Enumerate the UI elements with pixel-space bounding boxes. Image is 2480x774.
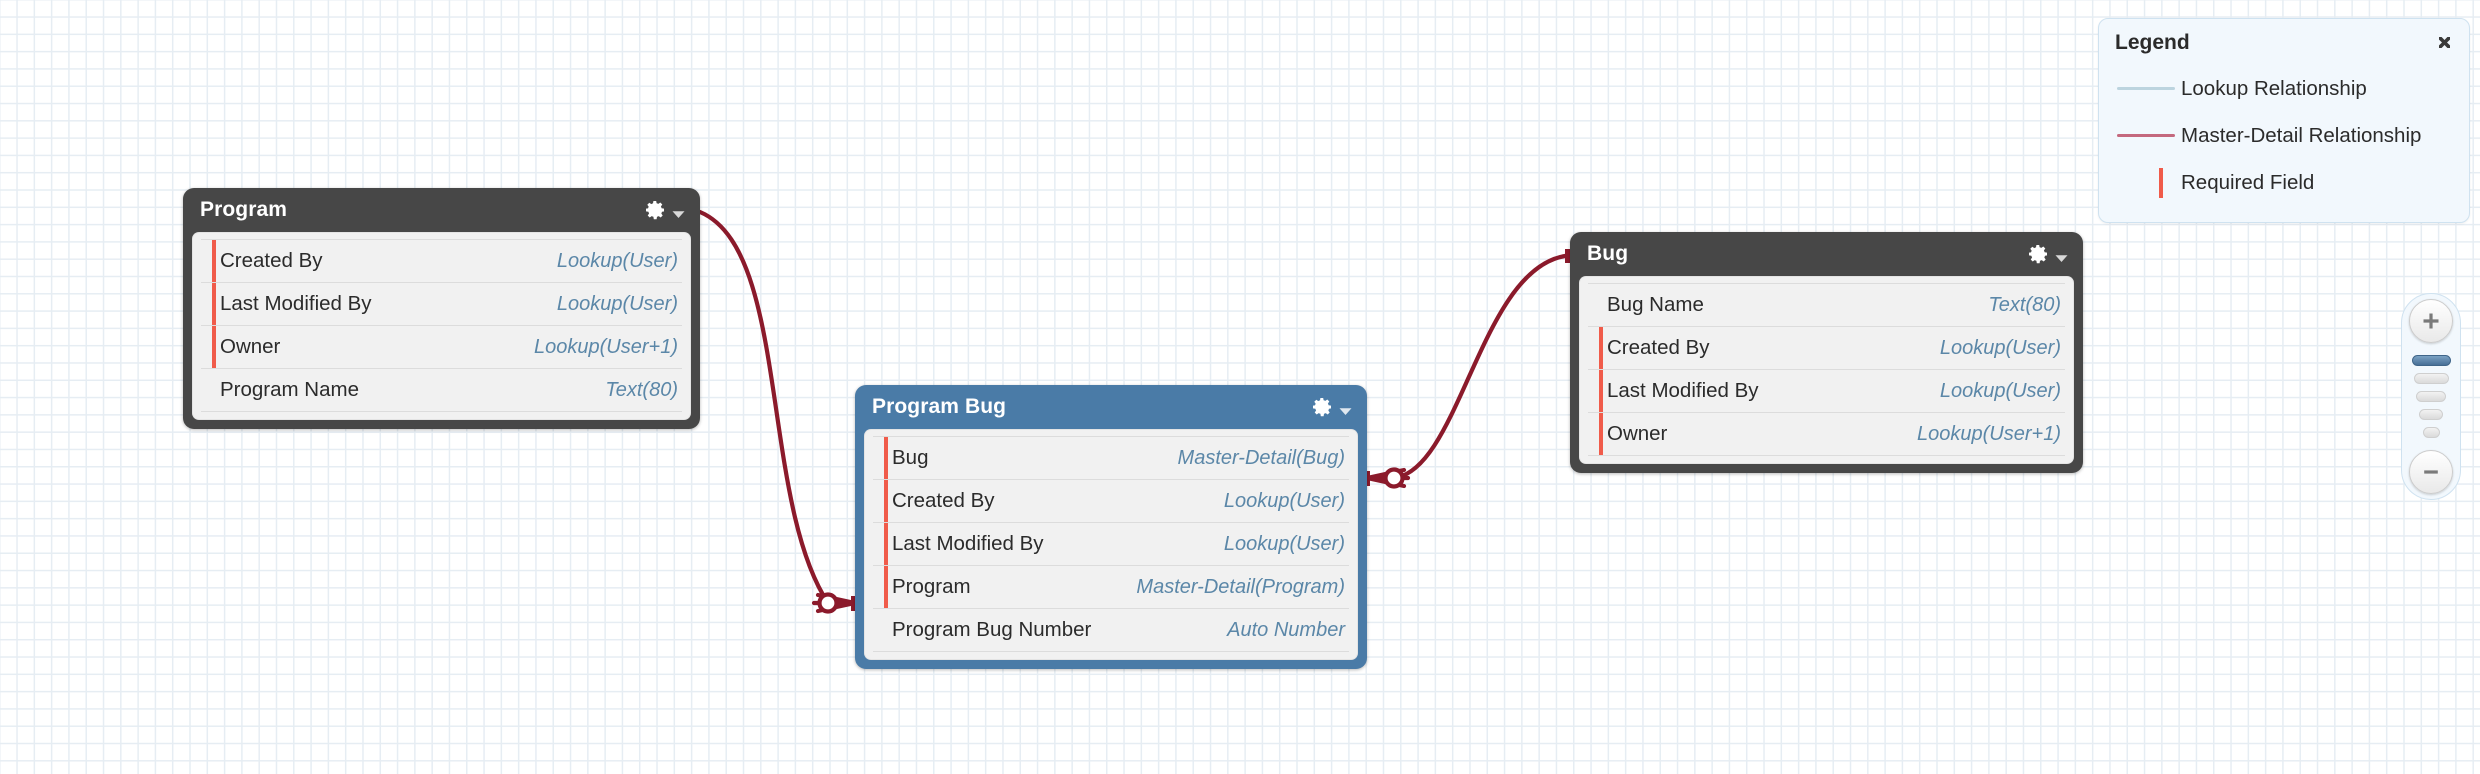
field-label: Last Modified By [1607, 379, 1759, 402]
gear-icon[interactable] [2026, 242, 2050, 266]
field-label: Program [892, 575, 971, 598]
chevron-down-icon[interactable] [2055, 250, 2068, 262]
zoom-level-step[interactable] [2422, 427, 2440, 438]
field-row[interactable]: Owner Lookup(User+1) [1588, 412, 2065, 456]
field-type: Lookup(User) [1223, 489, 1345, 512]
legend-title: Legend [2115, 31, 2190, 54]
field-label: Bug Name [1607, 293, 1704, 316]
field-row[interactable]: Created By Lookup(User) [873, 479, 1349, 522]
field-label: Bug [892, 446, 929, 469]
legend-item-label: Lookup Relationship [2181, 76, 2367, 100]
entity-header-bug: Bug [1579, 232, 2074, 276]
entity-title-program-bug: Program Bug [872, 395, 1007, 418]
entity-header-program: Program [192, 188, 691, 232]
zoom-in-button[interactable] [2409, 299, 2453, 343]
required-field-swatch-icon [2115, 167, 2177, 198]
lookup-line-swatch-icon [2115, 87, 2177, 90]
zoom-level-step[interactable] [2413, 373, 2449, 384]
field-row[interactable]: Program Name Text(80) [201, 368, 682, 412]
field-label: Last Modified By [892, 532, 1044, 555]
entity-fields-program-bug: Bug Master-Detail(Bug) Created By Lookup… [864, 429, 1358, 660]
gear-icon[interactable] [643, 198, 667, 222]
master-detail-line-swatch-icon [2115, 134, 2177, 137]
entity-actions-bug[interactable] [2026, 242, 2068, 266]
required-field-marker [1599, 327, 1603, 369]
close-icon[interactable] [2436, 35, 2453, 52]
field-label: Owner [220, 335, 281, 358]
field-type: Lookup(User+1) [1917, 422, 2061, 445]
required-field-marker [884, 437, 888, 479]
field-type: Text(80) [1988, 293, 2061, 316]
field-type: Lookup(User) [556, 249, 678, 272]
field-type: Lookup(User) [1223, 532, 1345, 555]
legend-header: Legend [2115, 31, 2453, 55]
legend-item-master-detail-relationship: Master-Detail Relationship [2115, 112, 2453, 159]
legend-item-label: Master-Detail Relationship [2181, 123, 2422, 147]
field-row[interactable]: Last Modified By Lookup(User) [873, 522, 1349, 565]
legend-item-required-field: Required Field [2115, 159, 2453, 206]
required-field-marker [1599, 413, 1603, 455]
entity-fields-bug: Bug Name Text(80) Created By Lookup(User… [1579, 276, 2074, 464]
entity-program-bug[interactable]: Program Bug Bug Master-Detail(Bug) Creat… [855, 385, 1367, 669]
field-type: Lookup(User) [1939, 379, 2061, 402]
field-row[interactable]: Owner Lookup(User+1) [201, 325, 682, 368]
field-label: Created By [1607, 336, 1710, 359]
field-row[interactable]: Created By Lookup(User) [1588, 326, 2065, 369]
field-label: Created By [892, 489, 995, 512]
legend-panel[interactable]: Legend Lookup Relationship Master-Detail… [2098, 18, 2470, 223]
field-type: Master-Detail(Program) [1136, 575, 1345, 598]
entity-title-program: Program [200, 198, 288, 221]
field-type: Lookup(User+1) [534, 335, 678, 358]
gear-icon[interactable] [1310, 395, 1334, 419]
required-field-marker [212, 240, 216, 282]
entity-actions-program[interactable] [643, 198, 685, 222]
required-field-marker [884, 566, 888, 608]
entity-actions-program-bug[interactable] [1310, 395, 1352, 419]
field-type: Lookup(User) [556, 292, 678, 315]
legend-item-lookup-relationship: Lookup Relationship [2115, 65, 2453, 112]
zoom-out-button[interactable] [2409, 450, 2453, 494]
field-label: Program Bug Number [892, 618, 1092, 641]
field-label: Program Name [220, 378, 359, 401]
field-row[interactable]: Last Modified By Lookup(User) [1588, 369, 2065, 412]
chevron-down-icon[interactable] [1339, 403, 1352, 415]
required-field-marker [884, 480, 888, 522]
zoom-level-slider[interactable] [2411, 343, 2451, 450]
field-label: Last Modified By [220, 292, 372, 315]
field-label: Created By [220, 249, 323, 272]
entity-bug[interactable]: Bug Bug Name Text(80) Created By Lookup(… [1570, 232, 2083, 473]
field-row[interactable]: Last Modified By Lookup(User) [201, 282, 682, 325]
entity-fields-program: Created By Lookup(User) Last Modified By… [192, 232, 691, 420]
entity-header-program-bug: Program Bug [864, 385, 1358, 429]
entity-title-bug: Bug [1587, 242, 1629, 265]
legend-item-label: Required Field [2181, 170, 2315, 194]
field-type: Master-Detail(Bug) [1177, 446, 1345, 469]
zoom-level-step[interactable] [2416, 391, 2446, 402]
field-type: Lookup(User) [1939, 336, 2061, 359]
zoom-level-step[interactable] [2411, 355, 2451, 366]
plus-icon [2423, 313, 2439, 329]
field-row[interactable]: Program Bug Number Auto Number [873, 608, 1349, 652]
required-field-marker [212, 283, 216, 325]
field-label: Owner [1607, 422, 1668, 445]
field-row[interactable]: Bug Master-Detail(Bug) [873, 436, 1349, 479]
zoom-level-step[interactable] [2419, 409, 2443, 420]
required-field-marker [1599, 370, 1603, 412]
required-field-marker [884, 523, 888, 565]
chevron-down-icon[interactable] [672, 206, 685, 218]
field-row[interactable]: Bug Name Text(80) [1588, 283, 2065, 326]
minus-icon [2424, 470, 2438, 474]
field-row[interactable]: Created By Lookup(User) [201, 239, 682, 282]
field-type: Auto Number [1227, 618, 1345, 641]
zoom-control[interactable] [2401, 293, 2461, 500]
required-field-marker [212, 326, 216, 368]
field-row[interactable]: Program Master-Detail(Program) [873, 565, 1349, 608]
entity-program[interactable]: Program Created By Lookup(User) Last Mod… [183, 188, 700, 429]
field-type: Text(80) [605, 378, 678, 401]
